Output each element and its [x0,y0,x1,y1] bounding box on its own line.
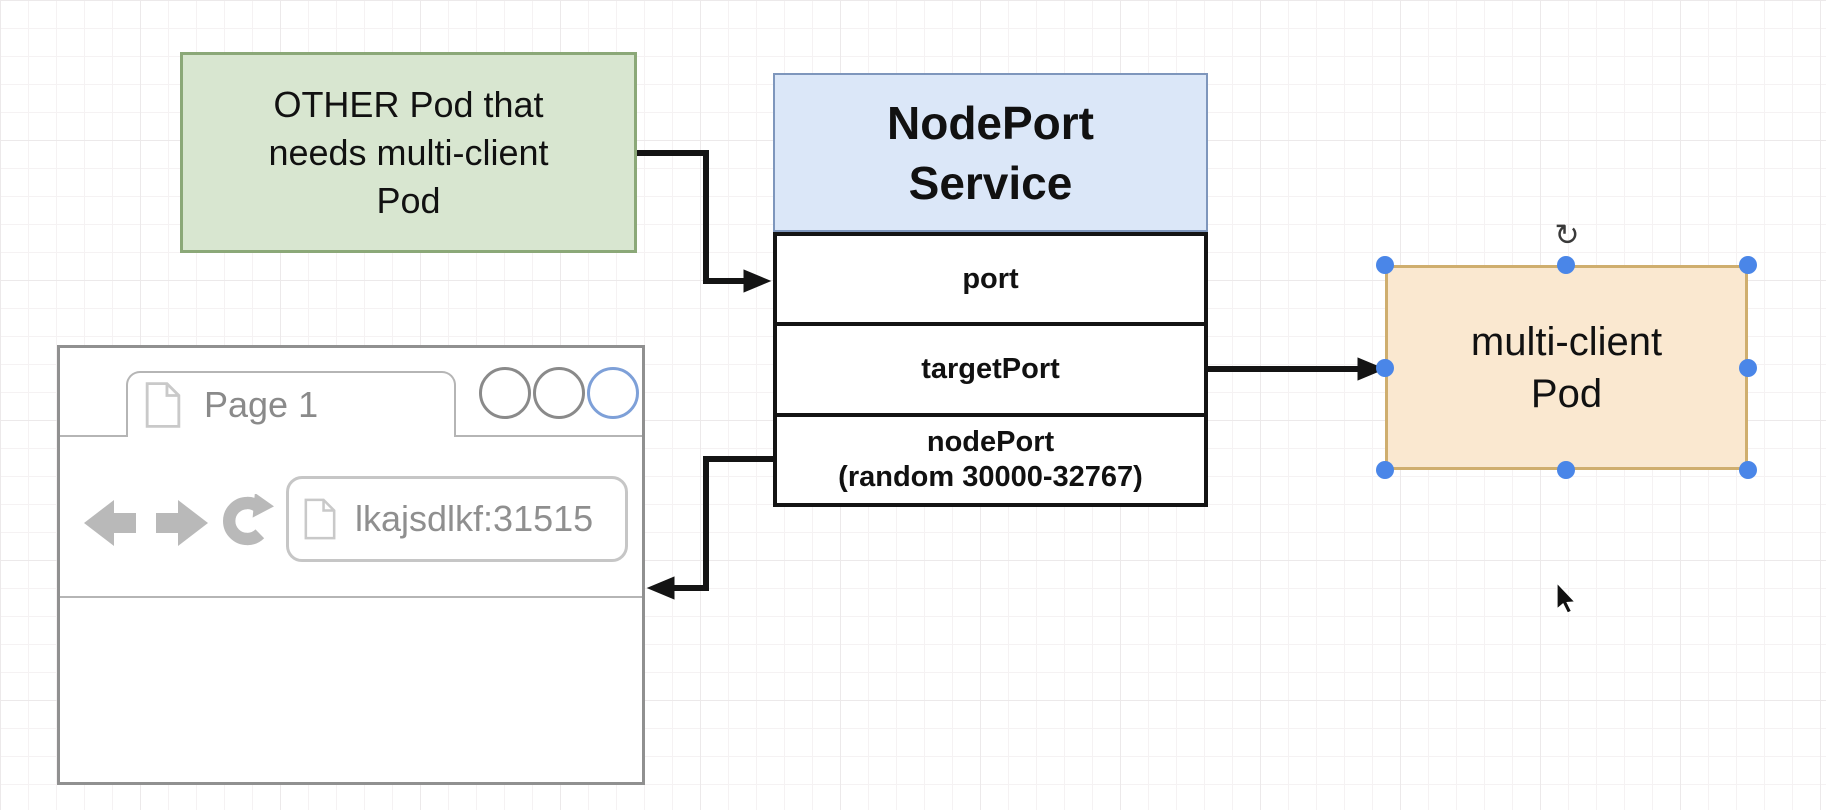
multi-client-pod-label: multi-client Pod [1470,319,1663,416]
service-row-nodeport-sublabel: (random 30000-32767) [838,460,1143,493]
back-arrow-icon[interactable] [84,500,142,546]
mouse-cursor-icon [1556,581,1577,614]
service-row-targetport[interactable]: targetPort [777,322,1204,417]
nodeport-service-header[interactable]: NodePort Service [773,73,1208,232]
multi-client-pod-node[interactable]: multi-client Pod [1385,265,1748,470]
toolbar-separator-line [60,596,642,598]
other-pod-label: OTHER Pod that needs multi-client Pod [268,83,549,221]
url-bar[interactable]: lkajsdlkf:31515 [286,476,628,562]
rotate-handle-icon[interactable]: ↻ [1554,219,1580,252]
forward-arrow-icon[interactable] [150,500,208,546]
window-button-2[interactable] [533,367,585,419]
refresh-icon[interactable] [220,494,274,548]
window-button-1[interactable] [479,367,531,419]
browser-tab[interactable]: Page 1 [126,371,456,437]
other-pod-node[interactable]: OTHER Pod that needs multi-client Pod [180,52,637,253]
page-icon [145,382,181,428]
page-icon [304,498,336,540]
service-row-port-label: port [962,262,1019,295]
service-row-targetport-label: targetPort [921,352,1060,385]
nodeport-service-title: NodePort Service [887,96,1094,209]
url-text: lkajsdlkf:31515 [355,498,594,539]
service-row-port[interactable]: port [777,236,1204,322]
edge-otherpod-to-port[interactable] [637,150,772,293]
window-button-3[interactable] [587,367,639,419]
service-row-nodeport-label: nodePort [926,425,1055,458]
browser-mockup-node[interactable]: Page 1 lkajsdlkf:31515 [57,345,645,785]
browser-tab-label: Page 1 [204,384,319,425]
nodeport-service-rows: port targetPort nodePort (random 30000-3… [773,232,1208,507]
edge-nodeport-to-browser[interactable] [646,456,773,600]
service-row-nodeport[interactable]: nodePort (random 30000-32767) [777,417,1204,503]
